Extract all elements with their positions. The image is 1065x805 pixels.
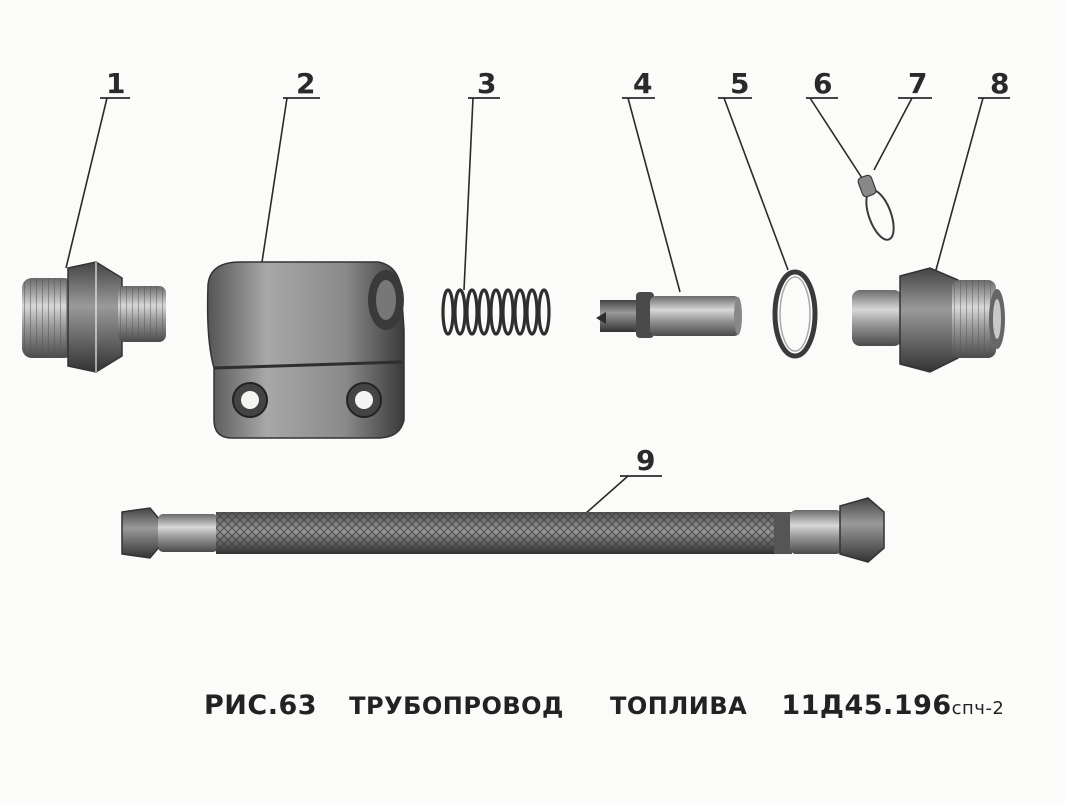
caption-part-code: 11Д45.196спч-2: [781, 690, 1004, 721]
callout-8: 8: [935, 67, 1010, 271]
caption-part-code-main: 11Д45.196: [781, 690, 952, 721]
callout-5: 5: [718, 67, 789, 271]
part-9-hose-assembly: [121, 497, 885, 563]
callout-5-label: 5: [730, 67, 749, 100]
part-5-sealing-ring: [772, 269, 818, 359]
part-3-spring: [441, 288, 551, 336]
callout-2: 2: [261, 67, 320, 263]
part-6-7-wire-seal: [857, 174, 895, 241]
callout-8-label: 8: [990, 67, 1009, 100]
caption-title-part1: ТРУБОПРОВОД: [349, 692, 564, 720]
callout-3-label: 3: [477, 67, 496, 100]
figure-caption: РИС.63 ТРУБОПРОВОД ТОПЛИВА 11Д45.196спч-…: [204, 690, 1004, 721]
callout-1-label: 1: [106, 67, 125, 100]
caption-figure-label: РИС.63: [204, 690, 318, 721]
callout-6: 6: [806, 67, 863, 179]
part-4-valve: [596, 292, 742, 338]
callout-4-label: 4: [633, 67, 652, 100]
part-2-housing: [206, 261, 405, 439]
callout-9-label: 9: [636, 444, 655, 477]
caption-title-part2: ТОПЛИВА: [610, 692, 748, 720]
callout-4: 4: [622, 67, 681, 293]
callout-7-label: 7: [908, 67, 927, 100]
callout-2-label: 2: [296, 67, 315, 100]
caption-part-code-suffix: спч-2: [951, 698, 1005, 719]
part-8-adapter-fitting: [852, 267, 1005, 373]
callout-6-label: 6: [813, 67, 832, 100]
callout-9: 9: [584, 444, 662, 515]
callout-1: 1: [65, 67, 130, 269]
callout-3: 3: [463, 67, 500, 291]
callout-7: 7: [873, 67, 932, 171]
part-1-union-fitting: [22, 261, 166, 373]
